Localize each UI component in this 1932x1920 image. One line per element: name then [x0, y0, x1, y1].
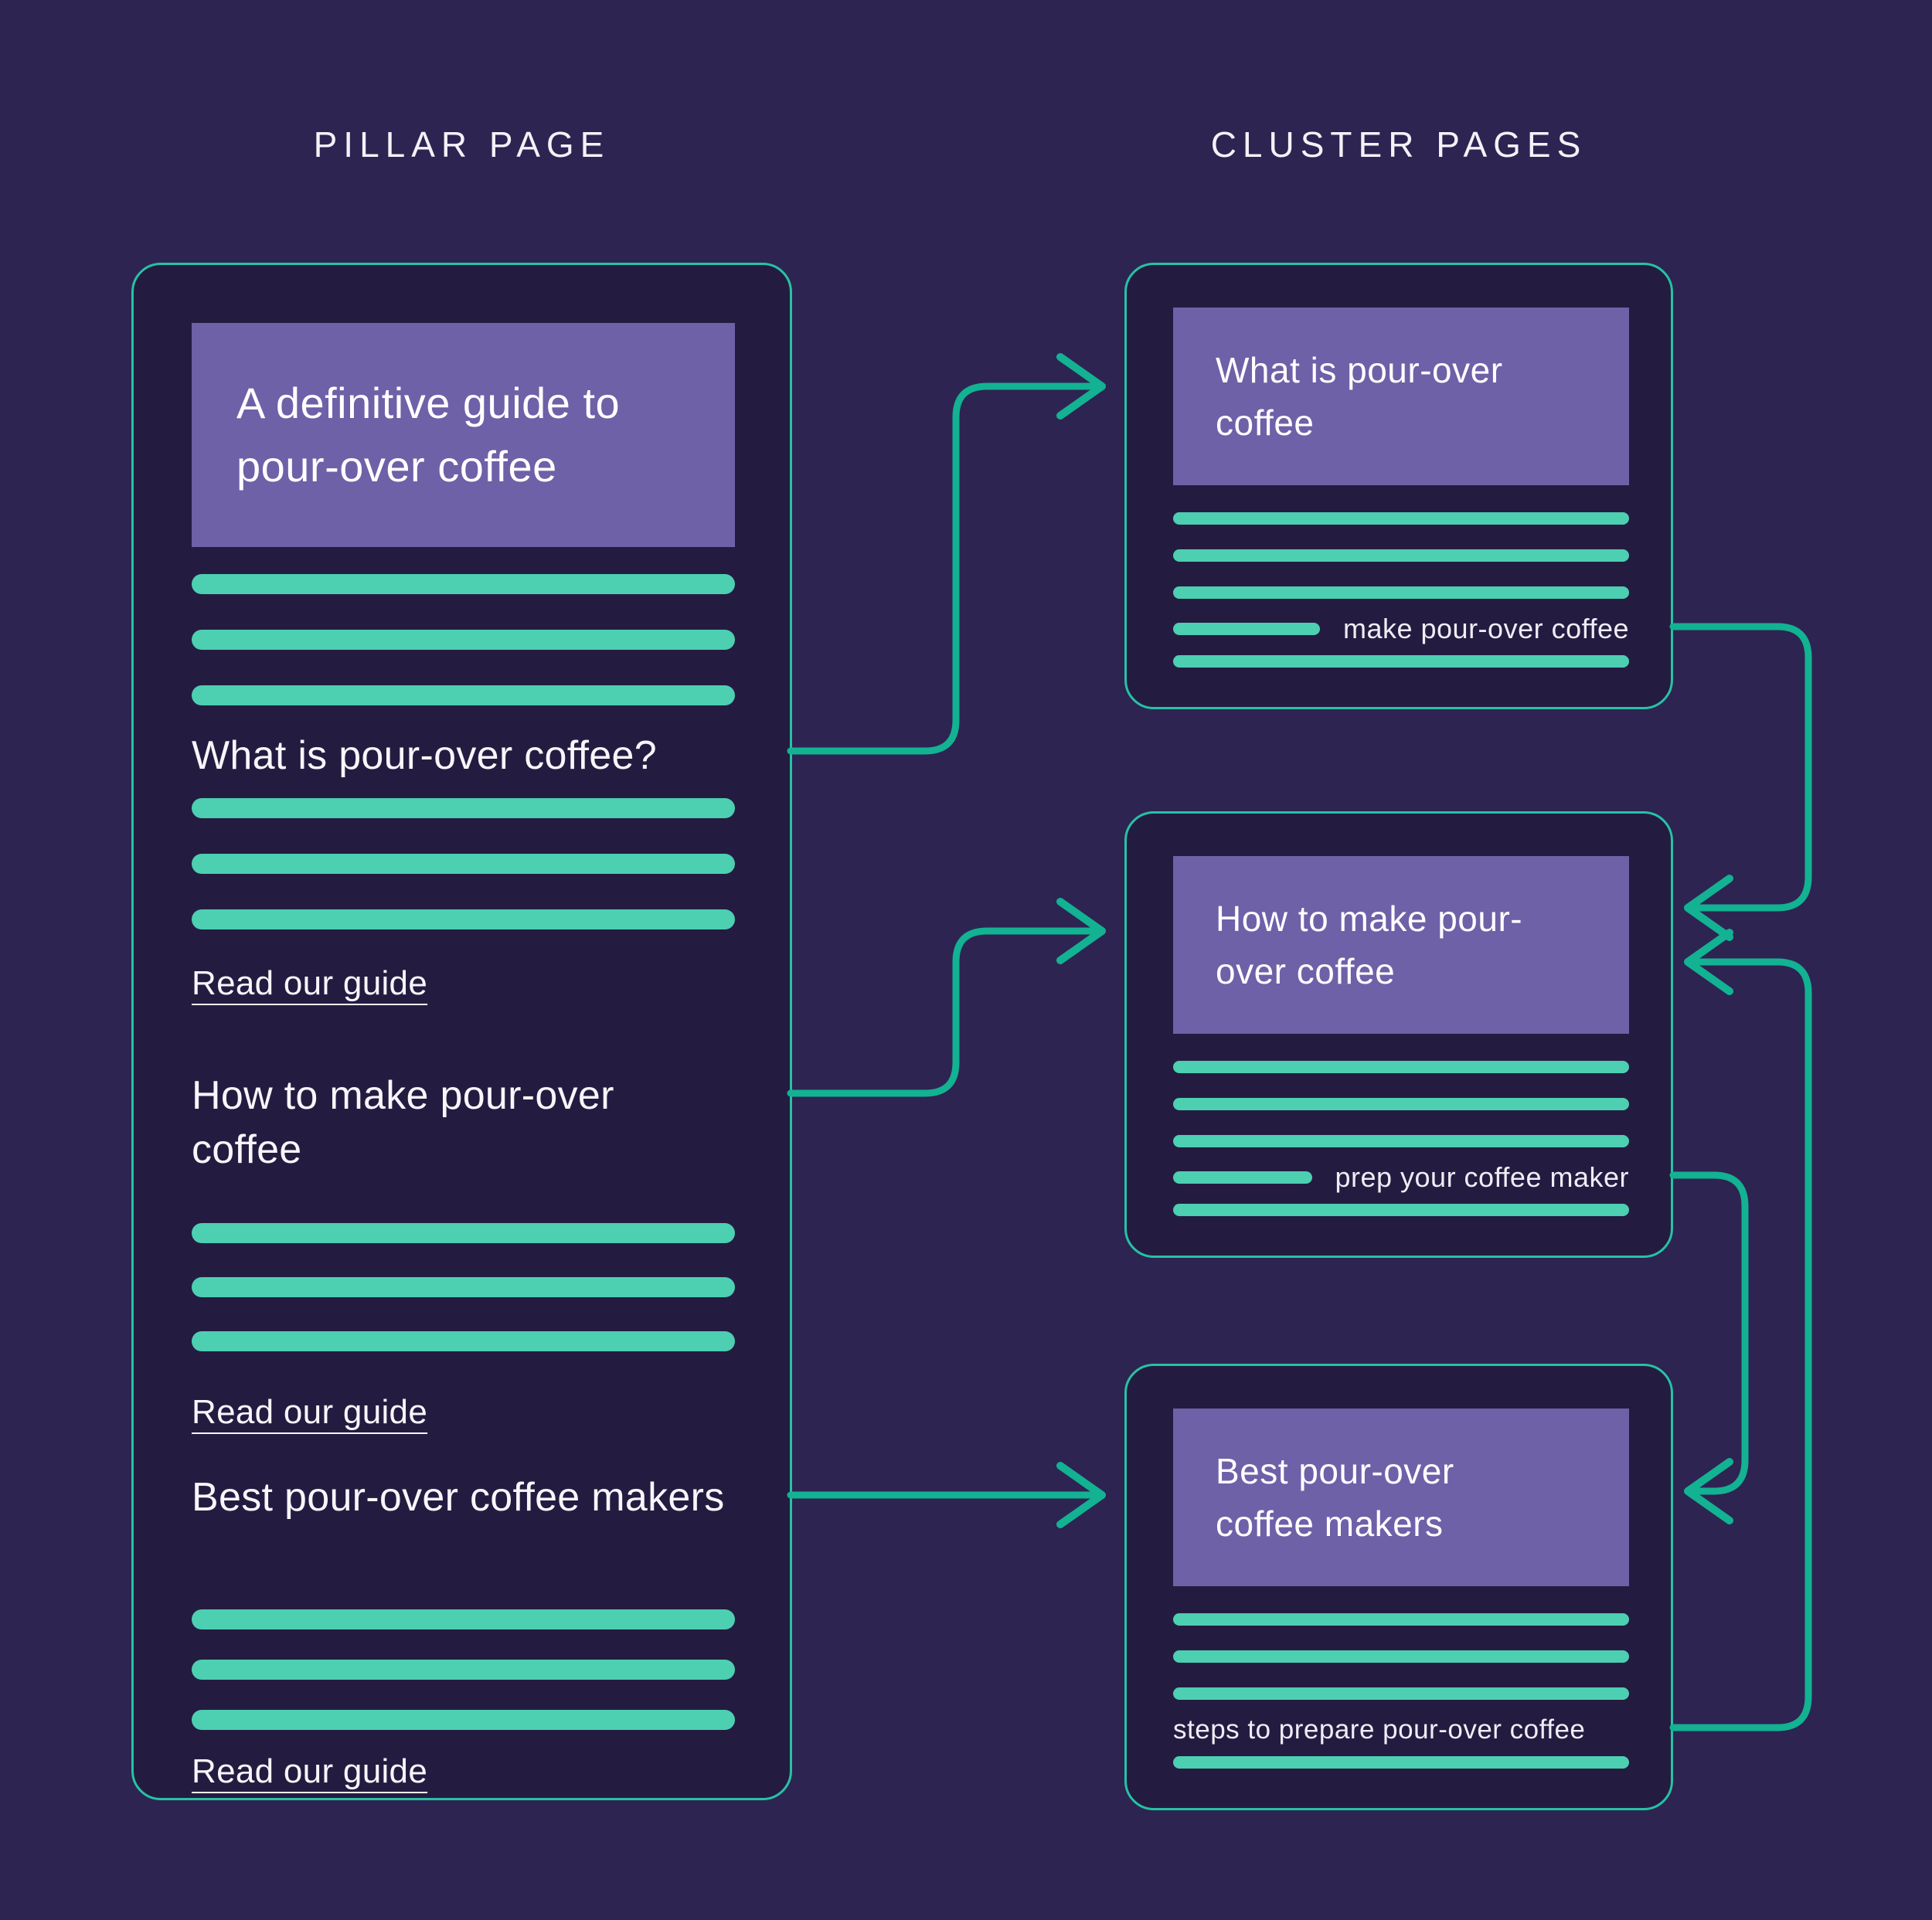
cluster-page-card-2: How to make pour-over coffee prep your c… [1124, 811, 1673, 1258]
connector-line [787, 927, 1104, 1097]
read-our-guide-link-3[interactable]: Read our guide [192, 1752, 428, 1790]
text-placeholder-bar [192, 1660, 735, 1680]
text-placeholder-bar [192, 909, 735, 929]
arrow-left-icon [1684, 1458, 1733, 1524]
text-placeholder-bar [1173, 586, 1629, 599]
text-placeholder-bar [192, 630, 735, 650]
pillar-hero-box: A definitive guide to pour-over coffee [192, 323, 735, 547]
connector-pillar-to-cluster-1 [787, 353, 1106, 755]
pillar-page-card: A definitive guide to pour-over coffee W… [131, 263, 792, 1800]
text-placeholder-bar [1173, 1098, 1629, 1110]
connector-line [1669, 958, 1812, 1731]
cluster-1-anchor-link[interactable]: make pour-over coffee [1342, 613, 1629, 644]
connector-pillar-to-cluster-3 [787, 1462, 1106, 1528]
text-placeholder-bar [1173, 623, 1320, 635]
text-placeholder-bar [1173, 1687, 1629, 1700]
text-placeholder-bar [192, 1331, 735, 1351]
cluster-3-title: Best pour-over coffee makers [1216, 1451, 1454, 1544]
text-placeholder-bar [1173, 1061, 1629, 1073]
text-placeholder-bar [192, 685, 735, 705]
text-placeholder-bar [1173, 655, 1629, 668]
cluster-page-card-3: Best pour-over coffee makers steps to pr… [1124, 1364, 1673, 1810]
text-placeholder-bar [192, 574, 735, 594]
text-placeholder-bar [192, 854, 735, 874]
text-placeholder-bar [1173, 1613, 1629, 1626]
arrow-right-icon [1056, 898, 1106, 964]
text-placeholder-bar [1173, 512, 1629, 525]
text-placeholder-bar [192, 1710, 735, 1730]
text-placeholder-bar [192, 1277, 735, 1297]
cluster-3-anchor-link[interactable]: steps to prepare pour-over coffee [1173, 1714, 1586, 1745]
pillar-hero-title: A definitive guide to pour-over coffee [236, 379, 621, 491]
pillar-section-heading-1: What is pour-over coffee? [192, 733, 657, 778]
pillar-column-heading: PILLAR PAGE [313, 124, 611, 165]
arrow-right-icon [1056, 1462, 1106, 1528]
text-placeholder-bar [1173, 1135, 1629, 1147]
cluster-1-title: What is pour-over coffee [1216, 350, 1503, 443]
arrow-right-icon [1056, 353, 1106, 420]
cluster-1-link-row: make pour-over coffee [1173, 610, 1629, 648]
cluster-3-link-row: steps to prepare pour-over coffee [1173, 1711, 1629, 1749]
connector-line [1669, 1171, 1749, 1495]
cluster-3-hero-box: Best pour-over coffee makers [1173, 1409, 1629, 1586]
connector-pillar-to-cluster-2 [787, 898, 1106, 1097]
cluster-2-title: How to make pour-over coffee [1216, 899, 1523, 991]
text-placeholder-bar [1173, 1650, 1629, 1663]
cluster-1-hero-box: What is pour-over coffee [1173, 308, 1629, 485]
pillar-section-heading-2: How to make pour-over coffee [192, 1073, 614, 1172]
connector-cluster-3-to-cluster-2 [1669, 929, 1812, 1731]
cluster-column-heading: CLUSTER PAGES [1210, 124, 1587, 165]
text-placeholder-bar [192, 1609, 735, 1629]
text-placeholder-bar [192, 798, 735, 818]
text-placeholder-bar [192, 1223, 735, 1243]
connector-cluster-2-to-cluster-3 [1669, 1171, 1749, 1524]
text-placeholder-bar [1173, 1171, 1312, 1184]
text-placeholder-bar [1173, 1756, 1629, 1769]
read-our-guide-link-2[interactable]: Read our guide [192, 1393, 428, 1431]
cluster-2-link-row: prep your coffee maker [1173, 1158, 1629, 1197]
cluster-2-anchor-link[interactable]: prep your coffee maker [1335, 1161, 1629, 1193]
arrow-left-icon [1684, 929, 1733, 995]
text-placeholder-bar [1173, 1204, 1629, 1216]
cluster-2-hero-box: How to make pour-over coffee [1173, 856, 1629, 1034]
read-our-guide-link-1[interactable]: Read our guide [192, 964, 428, 1002]
arrow-left-icon [1684, 875, 1733, 941]
cluster-page-card-1: What is pour-over coffee make pour-over … [1124, 263, 1673, 709]
text-placeholder-bar [1173, 549, 1629, 562]
connector-line [1669, 623, 1812, 912]
pillar-section-heading-3: Best pour-over coffee makers [192, 1475, 725, 1520]
connector-line [787, 382, 1104, 755]
connector-cluster-1-to-cluster-2 [1669, 623, 1812, 941]
